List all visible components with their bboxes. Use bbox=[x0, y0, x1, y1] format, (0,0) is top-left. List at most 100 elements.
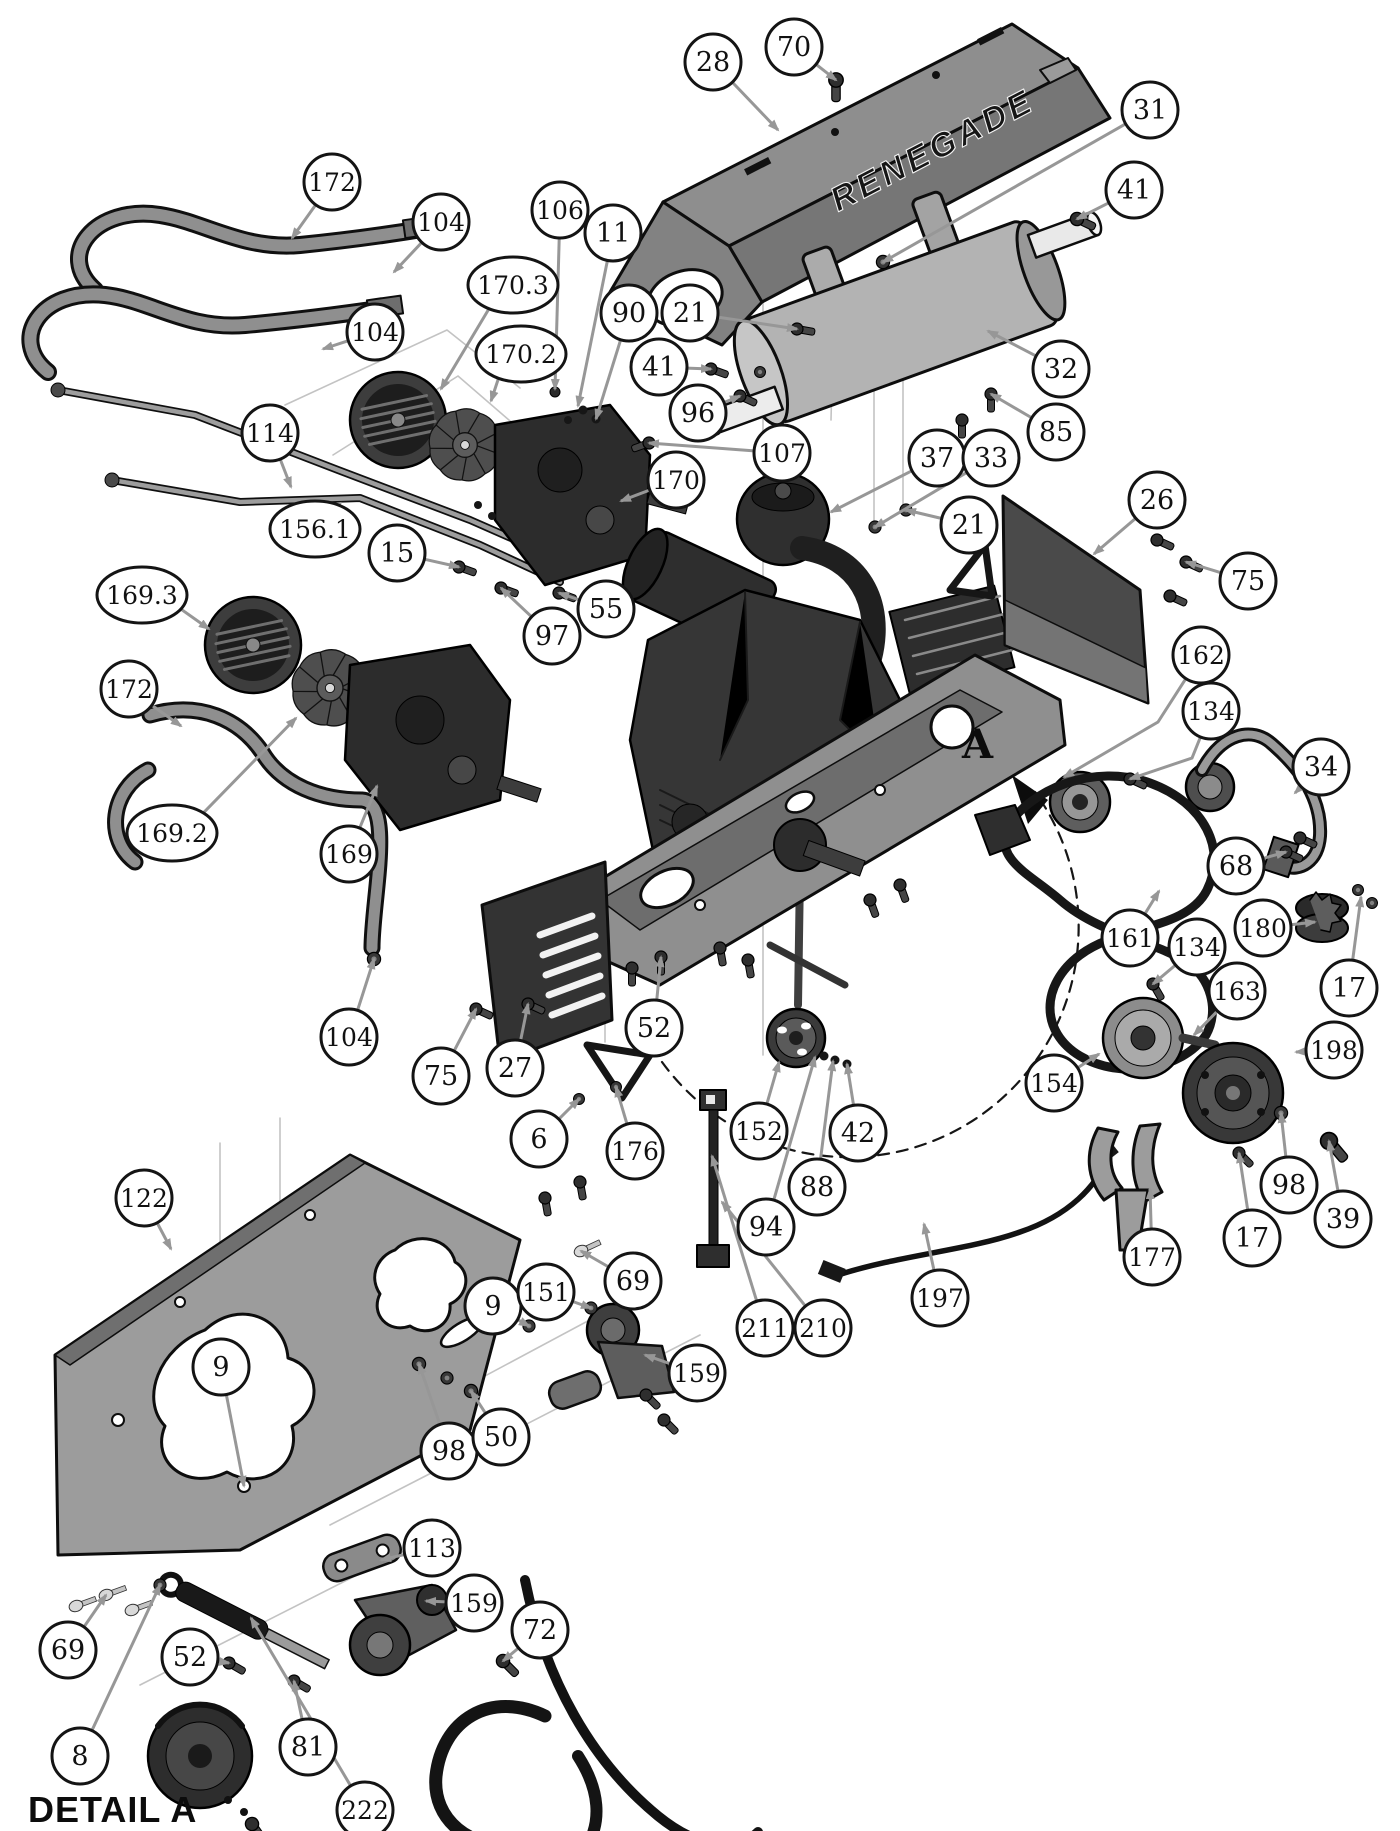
callout-label: 94 bbox=[749, 1212, 783, 1243]
callout-balloon bbox=[793, 1298, 853, 1358]
callout-leader bbox=[1143, 889, 1161, 915]
callout-balloon bbox=[1026, 402, 1086, 462]
callout-balloon bbox=[278, 1717, 338, 1777]
callout-balloon bbox=[629, 337, 689, 397]
callout: 169 bbox=[319, 824, 379, 884]
callout-leader bbox=[575, 260, 609, 408]
callout-label: 75 bbox=[424, 1061, 458, 1092]
callout-balloon bbox=[605, 1121, 665, 1181]
callout-balloon bbox=[1031, 339, 1091, 399]
callout: 176 bbox=[605, 1121, 665, 1181]
callout-leader bbox=[1184, 560, 1222, 575]
callout: 197 bbox=[910, 1268, 970, 1328]
callout-balloon bbox=[1233, 898, 1293, 958]
engine-pulley bbox=[765, 1007, 852, 1069]
callout-leader bbox=[1290, 918, 1317, 928]
callout-balloon bbox=[50, 1726, 110, 1786]
callout-balloon bbox=[319, 824, 379, 884]
callout-label: 169.3 bbox=[106, 581, 178, 610]
callout-label: 180 bbox=[1239, 914, 1287, 943]
callout-balloon bbox=[1207, 961, 1267, 1021]
callout-label: 177 bbox=[1128, 1243, 1176, 1272]
callout: 21 bbox=[660, 283, 720, 343]
guard-plate-vented bbox=[480, 860, 654, 1102]
callout-leader bbox=[417, 1362, 442, 1426]
callout-label: 8 bbox=[71, 1741, 88, 1772]
callout-label: 41 bbox=[642, 352, 676, 383]
callout-balloon bbox=[160, 1627, 220, 1687]
callout-balloon bbox=[1319, 958, 1379, 1018]
callout-balloon bbox=[522, 606, 582, 666]
callout-leader bbox=[217, 1657, 231, 1666]
callout-balloon bbox=[114, 1168, 174, 1228]
callout-balloon bbox=[1120, 80, 1180, 140]
callout-balloon bbox=[471, 1407, 531, 1467]
callout: 17 bbox=[1222, 1208, 1282, 1268]
callout-label: 170.2 bbox=[485, 340, 557, 369]
callout-label: 161 bbox=[1106, 924, 1154, 953]
callout-leader bbox=[501, 1646, 520, 1663]
callout: 98 bbox=[1259, 1155, 1319, 1215]
callout-label: 134 bbox=[1187, 697, 1235, 726]
callout-balloon bbox=[752, 423, 812, 483]
callout: 55 bbox=[576, 579, 636, 639]
callout-leader bbox=[723, 394, 742, 404]
callout-label: 98 bbox=[432, 1436, 466, 1467]
callout: 198 bbox=[1304, 1020, 1364, 1080]
callout-balloon bbox=[1291, 737, 1351, 797]
detail-a-indicator: A bbox=[660, 721, 1080, 1159]
callout-leader bbox=[1076, 1052, 1101, 1070]
callout: 81 bbox=[278, 1717, 338, 1777]
callout-balloon bbox=[1304, 1020, 1364, 1080]
callout-balloon bbox=[910, 1268, 970, 1328]
callout-leader bbox=[392, 241, 423, 274]
callout-balloon bbox=[583, 203, 643, 263]
callout-label: 169 bbox=[325, 840, 373, 869]
callout-label: 17 bbox=[1235, 1223, 1269, 1254]
callout-leader bbox=[201, 716, 298, 816]
callout-label: 55 bbox=[589, 594, 623, 625]
callout-label: 72 bbox=[523, 1615, 557, 1646]
callout-leader bbox=[90, 1583, 162, 1732]
callout-leader bbox=[291, 1679, 304, 1720]
callout: 113 bbox=[402, 1518, 462, 1578]
callout-balloon bbox=[1222, 1208, 1282, 1268]
callout-leader bbox=[819, 1059, 837, 1160]
callout-leader bbox=[1236, 1151, 1250, 1211]
callout: 33 bbox=[961, 428, 1021, 488]
callout-leader bbox=[731, 81, 780, 132]
callout-label: 6 bbox=[530, 1124, 547, 1155]
callout-leader bbox=[439, 307, 491, 391]
callout-leader bbox=[921, 1222, 936, 1271]
callout-leader bbox=[1294, 1046, 1307, 1056]
callout: 104 bbox=[319, 1007, 379, 1067]
callout-leader bbox=[765, 1060, 781, 1105]
callout-leader bbox=[772, 1055, 817, 1201]
callout-label: 69 bbox=[616, 1266, 650, 1297]
callout: 9 bbox=[191, 1337, 251, 1397]
callout-label: 104 bbox=[417, 208, 465, 237]
callout-balloon bbox=[319, 1007, 379, 1067]
callout: 41 bbox=[1104, 160, 1164, 220]
callout: 222 bbox=[335, 1780, 395, 1831]
callout-label: 21 bbox=[673, 298, 707, 329]
callout-leader bbox=[1145, 1187, 1155, 1230]
callout: 88 bbox=[787, 1157, 847, 1217]
callout-leader bbox=[557, 1097, 581, 1121]
callout-leader bbox=[986, 329, 1037, 358]
callout: 169.2 bbox=[125, 803, 219, 863]
detail-a-marker: A bbox=[961, 721, 994, 768]
callout: 170 bbox=[646, 450, 706, 510]
callout-leader bbox=[881, 122, 1127, 264]
callout-balloon bbox=[95, 565, 189, 625]
callout-balloon bbox=[268, 499, 362, 559]
callout-leader bbox=[423, 557, 461, 570]
callout: 162 bbox=[1171, 625, 1231, 685]
callout: 210 bbox=[793, 1298, 853, 1358]
callout: 170.2 bbox=[474, 324, 568, 384]
callout: 106 bbox=[530, 180, 590, 240]
callout: 41 bbox=[629, 337, 689, 397]
callout-label: 198 bbox=[1310, 1036, 1358, 1065]
callout-leader bbox=[1351, 895, 1365, 961]
callout-label: 107 bbox=[758, 439, 806, 468]
